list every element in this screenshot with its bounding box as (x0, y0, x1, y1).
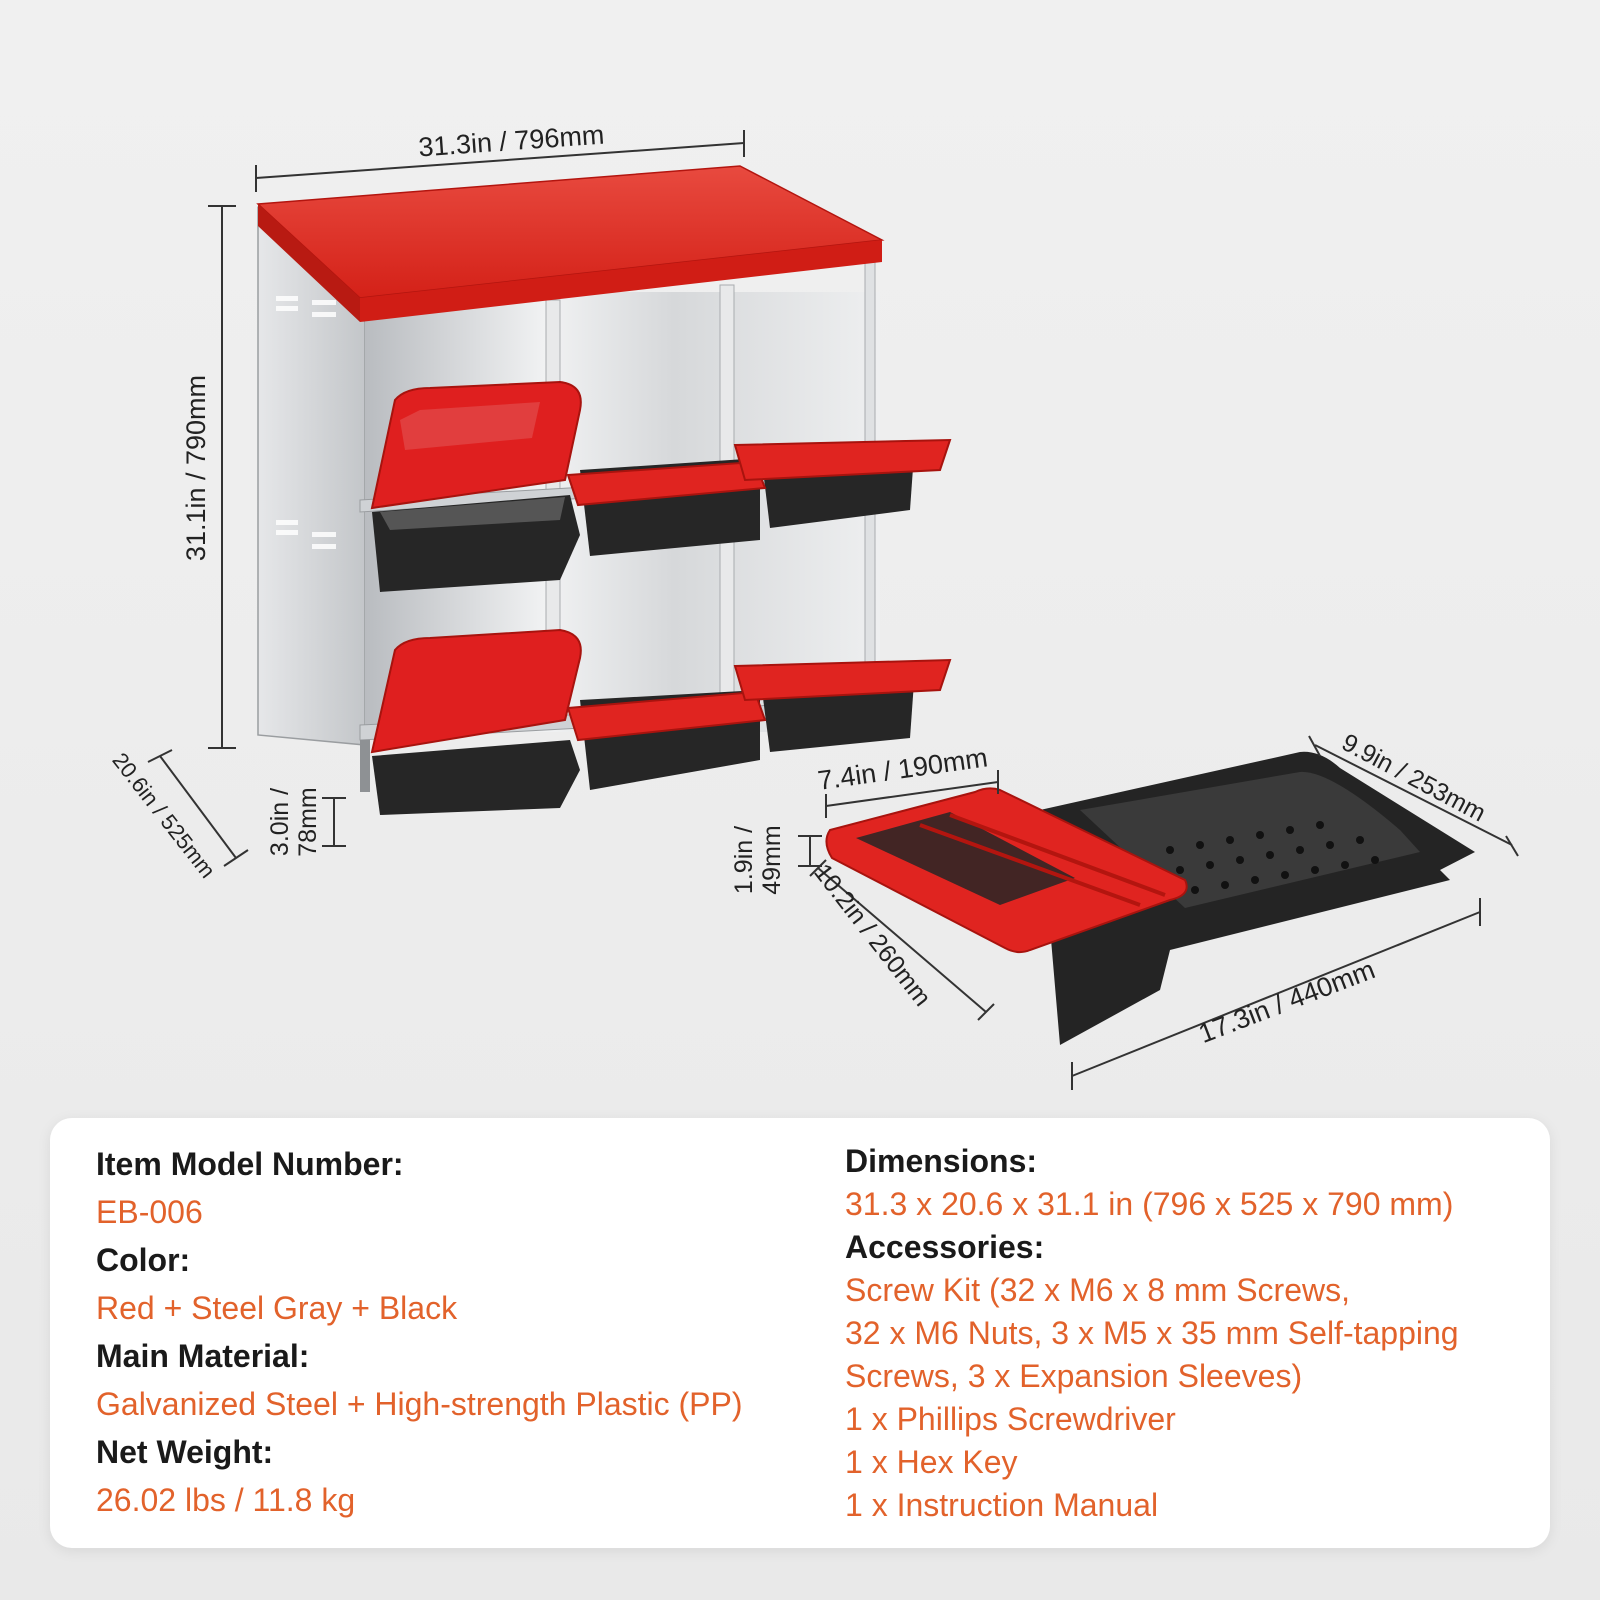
single-tray (825, 751, 1475, 1045)
accessory-line: Screw Kit (32 x M6 x 8 mm Screws, (845, 1272, 1350, 1308)
side-vents (276, 296, 336, 549)
dim-leg-height-line1: 3.0in / (266, 788, 294, 856)
tray-holes (1166, 821, 1379, 894)
color-value: Red + Steel Gray + Black (96, 1290, 458, 1326)
accessories-label: Accessories: (845, 1229, 1045, 1265)
nesting-box-unit (256, 165, 952, 815)
accessory-line: 1 x Hex Key (845, 1444, 1018, 1480)
item-model-value: EB-006 (96, 1194, 203, 1230)
dim-leg-height-line2: 78mm (294, 787, 322, 856)
spec-column-left: Item Model Number: EB-006 Color: Red + S… (96, 1140, 816, 1524)
dim-box-height-line2: 49mm (758, 825, 786, 894)
material-value: Galvanized Steel + High-strength Plastic… (96, 1386, 743, 1422)
accessory-line: Screws, 3 x Expansion Sleeves) (845, 1358, 1303, 1394)
material-label: Main Material: (96, 1338, 310, 1374)
accessory-line: 1 x Instruction Manual (845, 1487, 1159, 1523)
dim-box-height-line1: 1.9in / (730, 826, 758, 894)
accessory-line: 1 x Phillips Screwdriver (845, 1401, 1176, 1437)
accessory-line: 32 x M6 Nuts, 3 x M5 x 35 mm Self-tappin… (845, 1315, 1459, 1351)
item-model-label: Item Model Number: (96, 1146, 404, 1182)
dim-box-total-length: 17.3in / 440mm (1195, 954, 1379, 1049)
dimensions-label: Dimensions: (845, 1143, 1038, 1179)
dimension-lines (147, 130, 1519, 1090)
top-row-trays (370, 380, 952, 592)
dim-top-width: 31.3in / 796mm (417, 120, 605, 163)
spec-card: Item Model Number: EB-006 Color: Red + S… (50, 1118, 1550, 1548)
color-label: Color: (96, 1242, 191, 1278)
dim-height: 31.1in / 790mm (181, 375, 211, 561)
bottom-row-trays (370, 628, 952, 815)
dimensions-value: 31.3 x 20.6 x 31.1 in (796 x 525 x 790 m… (845, 1186, 1454, 1222)
product-dimension-figure: 31.3in / 796mm 31.1in / 790mm 20.6in / 5… (107, 120, 1519, 1090)
weight-label: Net Weight: (96, 1434, 274, 1470)
weight-value: 26.02 lbs / 11.8 kg (96, 1482, 356, 1518)
spec-column-right: Dimensions: 31.3 x 20.6 x 31.1 in (796 x… (845, 1140, 1535, 1527)
